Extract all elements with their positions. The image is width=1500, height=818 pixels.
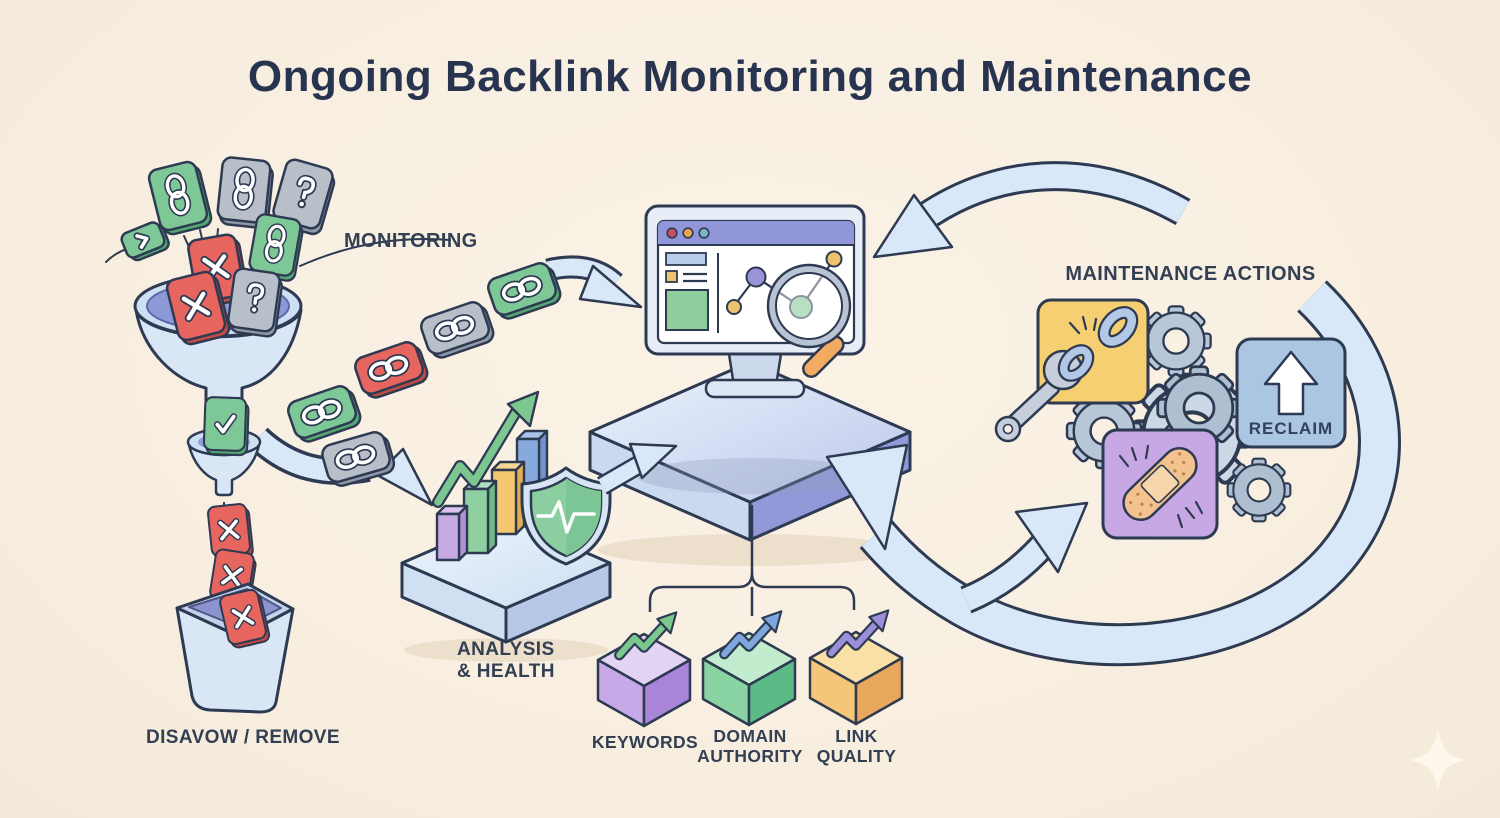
broken-link-icon xyxy=(1057,306,1139,382)
question-link-icon xyxy=(227,268,284,338)
chain-link-icon xyxy=(286,383,363,445)
shield-health-icon xyxy=(520,466,612,566)
window-dot-red xyxy=(666,227,678,239)
maintenance-actions-label: MAINTENANCE ACTIONS xyxy=(1065,263,1316,285)
feedback-flow-arrow xyxy=(872,161,1191,259)
metric-cubes xyxy=(596,610,904,728)
reclaim-card xyxy=(1235,337,1347,449)
reclaim-arrow-icon xyxy=(1263,350,1319,416)
browser-sidebar xyxy=(665,252,719,333)
chain-link-icon xyxy=(419,299,496,361)
window-dot-orange xyxy=(682,227,694,239)
reclaim-label: RECLAIM xyxy=(1248,419,1334,438)
page-title: Ongoing Backlink Monitoring and Maintena… xyxy=(247,52,1253,101)
monitoring-label: MONITORING xyxy=(344,230,478,252)
fix-broken-link-card xyxy=(994,298,1150,443)
gear-icon xyxy=(1141,306,1210,375)
keywords-label: KEYWORDS xyxy=(591,732,699,752)
chain-link-icon xyxy=(486,260,563,322)
browser-titlebar xyxy=(658,221,854,246)
flow-analysis-to-platform-arrow xyxy=(596,442,678,495)
disavow-remove-label: DISAVOW / REMOVE xyxy=(146,727,340,748)
magnifier-icon xyxy=(766,263,852,378)
analysis-health-label: ANALYSIS & HEALTH xyxy=(457,639,555,682)
chain-link-icon xyxy=(353,339,430,401)
flow-to-monitor-arrow xyxy=(545,255,643,309)
cycle-arrow xyxy=(825,280,1401,667)
check-icon xyxy=(204,397,249,455)
growth-arrow-icon xyxy=(432,390,540,508)
domain-authority-label: DOMAIN AUTHORITY xyxy=(697,726,803,767)
bandage-card xyxy=(1101,428,1219,540)
link-quality-label: LINK QUALITY xyxy=(816,726,897,767)
window-dot-blue xyxy=(698,227,710,239)
metrics-connector xyxy=(648,505,856,616)
gear-icon xyxy=(1228,459,1291,522)
bandage-icon xyxy=(1122,446,1198,522)
monitor-icon xyxy=(637,204,873,494)
sparkle-icon xyxy=(1410,728,1466,790)
